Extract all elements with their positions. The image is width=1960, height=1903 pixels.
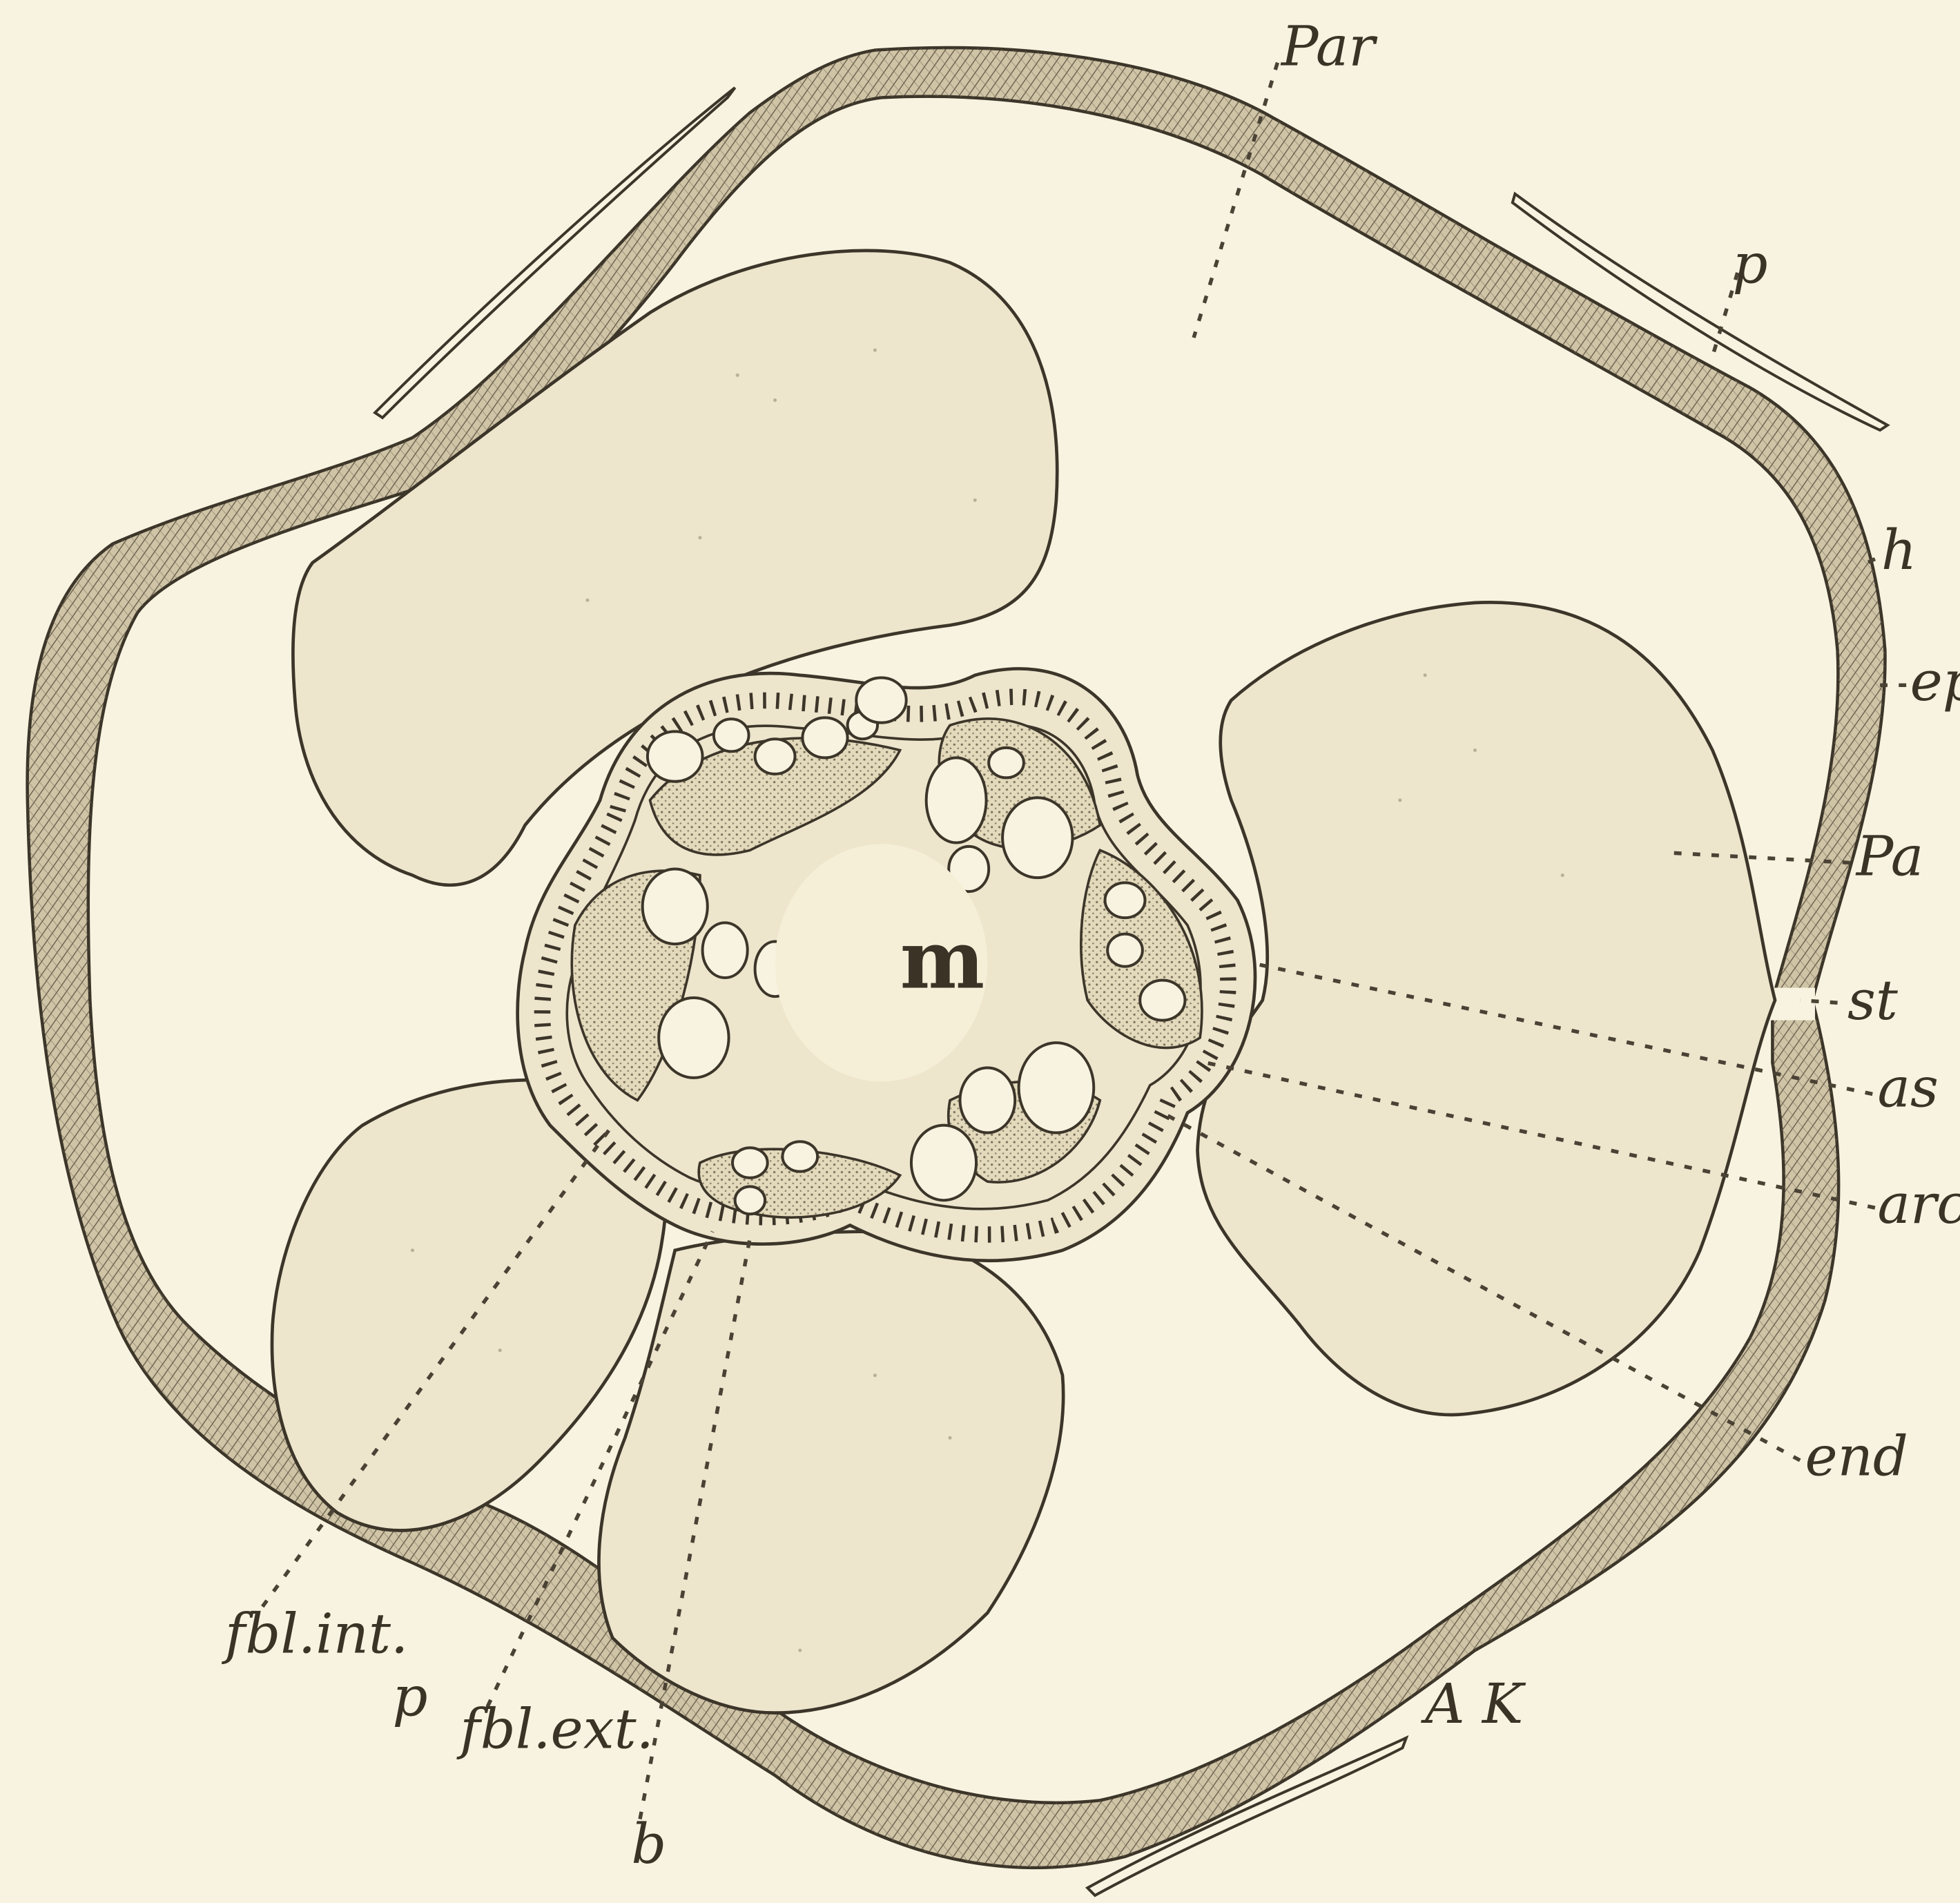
label-p-top: p [1732,231,1767,296]
label-p-bottom: p [393,1664,428,1728]
label-end: end [1805,1424,1908,1489]
label-fbl-int: fbl.int. [222,1602,408,1666]
label-par: Par [1280,14,1378,78]
label-m: m [900,914,985,1007]
label-arc: arc [1878,1172,1960,1236]
label-b: b [631,1812,666,1876]
label-as: as [1878,1056,1939,1120]
lobe-lower [599,1232,1063,1713]
label-ak: A K [1420,1672,1526,1736]
label-st: st [1847,968,1899,1032]
label-fbl-ext: fbl.ext. [456,1697,654,1761]
label-pa: Pa [1855,824,1924,889]
label-ep: ep [1910,649,1960,713]
lobe-right [1198,602,1775,1415]
label-h: h [1881,518,1917,582]
central-stele [518,668,1255,1260]
